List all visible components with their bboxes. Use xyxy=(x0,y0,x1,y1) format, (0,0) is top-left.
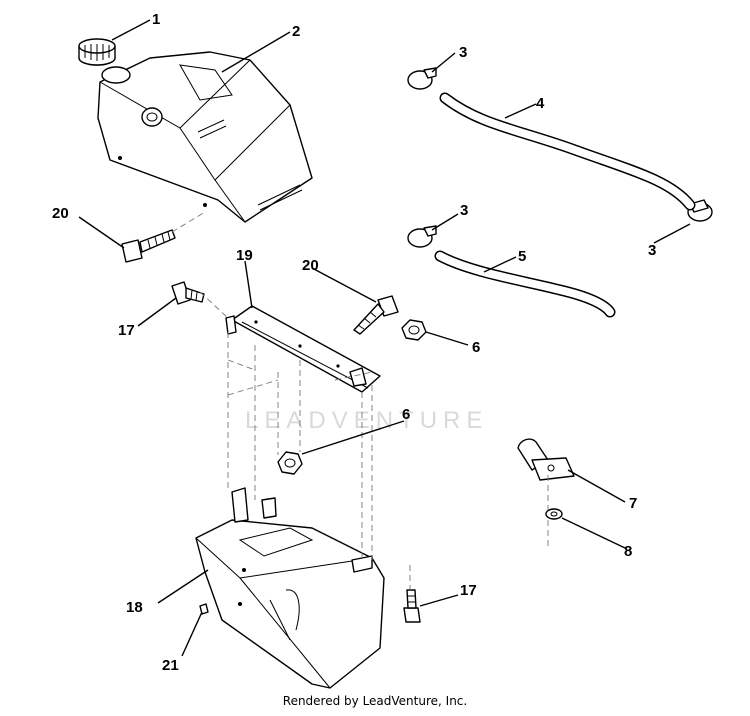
hose-clamp-middle[interactable] xyxy=(407,225,437,248)
callout-17-lower: 17 xyxy=(460,582,477,599)
tank-support-shield[interactable] xyxy=(195,487,385,689)
fuel-tank[interactable] xyxy=(97,51,313,223)
bolt-lower[interactable] xyxy=(403,589,421,623)
callout-3-middle: 3 xyxy=(460,202,468,219)
callout-17-upper: 17 xyxy=(118,322,135,339)
fuel-hose-short[interactable] xyxy=(434,250,616,318)
flat-washer[interactable] xyxy=(545,508,563,520)
callout-1: 1 xyxy=(152,11,160,28)
callout-20-lower: 20 xyxy=(302,257,319,274)
callout-3-right: 3 xyxy=(648,242,656,259)
callout-21: 21 xyxy=(162,657,179,674)
hex-nut-lower[interactable] xyxy=(277,451,303,475)
hose-clamp-top[interactable] xyxy=(407,67,437,90)
callout-2: 2 xyxy=(292,23,300,40)
tank-bracket[interactable] xyxy=(225,305,381,393)
assembly-guide-lines xyxy=(171,211,549,590)
hex-nut-upper[interactable] xyxy=(401,319,427,341)
callout-4: 4 xyxy=(536,95,545,112)
callout-8: 8 xyxy=(624,543,632,560)
fuel-hose-long[interactable] xyxy=(439,92,696,211)
watermark-text: LEADVENTURE xyxy=(245,407,488,434)
leader-lines xyxy=(78,19,691,657)
callout-19: 19 xyxy=(236,247,253,264)
callout-18: 18 xyxy=(126,599,143,616)
fuel-cap[interactable] xyxy=(78,38,116,66)
small-nut[interactable] xyxy=(199,603,209,615)
callout-20-upper: 20 xyxy=(52,205,69,222)
hose-clip[interactable] xyxy=(517,438,575,481)
footer-credit: Rendered by LeadVenture, Inc. xyxy=(282,694,468,708)
callout-3-top: 3 xyxy=(459,44,467,61)
screw-lower[interactable] xyxy=(353,295,399,335)
callout-5: 5 xyxy=(518,248,526,265)
screw-upper[interactable] xyxy=(121,229,176,263)
callout-6-lower: 6 xyxy=(402,406,410,423)
callout-7: 7 xyxy=(629,495,637,512)
bolt-upper[interactable] xyxy=(171,281,205,305)
callout-6-upper: 6 xyxy=(472,339,480,356)
